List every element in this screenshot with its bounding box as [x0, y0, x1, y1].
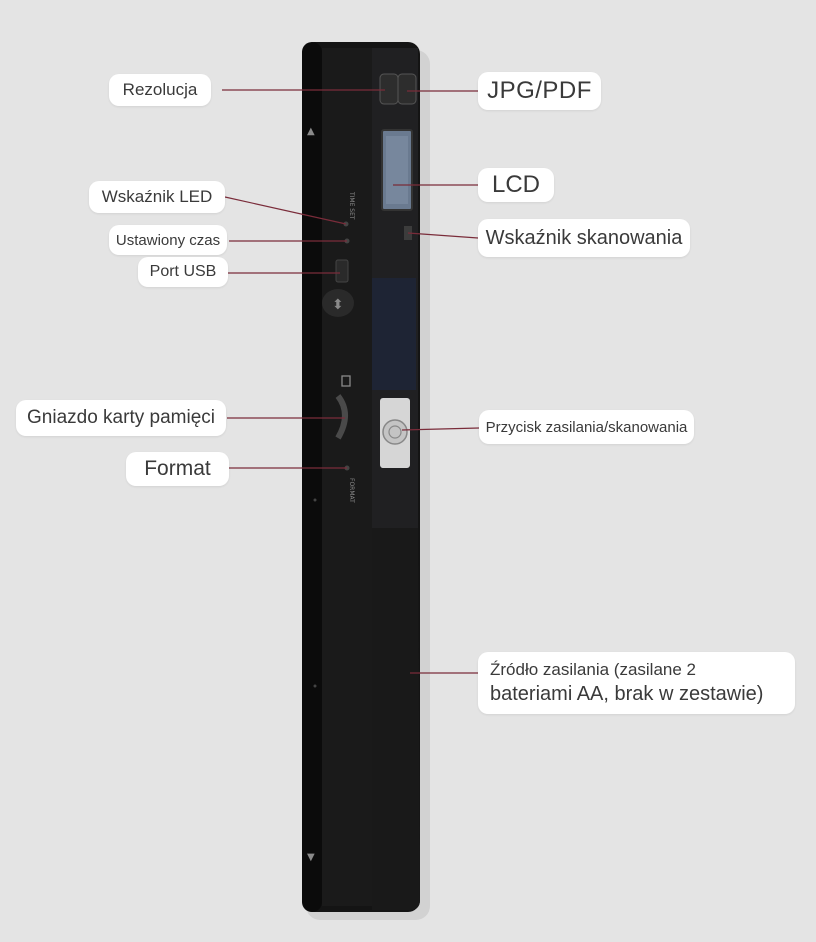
silk-time-set: TIME SET	[348, 191, 355, 220]
callout-zrodlo-zasilania: Źródło zasilania (zasilane 2 bateriami A…	[478, 652, 795, 714]
memory-card-icon	[341, 375, 351, 387]
svg-text:⬍: ⬍	[332, 297, 344, 313]
scanner-face	[322, 48, 372, 906]
usb-cover	[322, 289, 354, 317]
callout-port-usb: Port USB	[138, 257, 228, 287]
callout-przycisk: Przycisk zasilania/skanowania	[479, 410, 694, 444]
jpg-pdf-button	[397, 73, 417, 105]
scanner-window	[372, 278, 416, 390]
callout-text-line1: Źródło zasilania (zasilane 2	[490, 660, 696, 679]
usb-port	[335, 259, 349, 283]
leader-skanowania	[407, 232, 479, 239]
resolution-button	[379, 73, 399, 105]
scanner-grip	[372, 528, 420, 910]
power-scan-button	[382, 419, 408, 445]
callout-rezolucja: Rezolucja	[109, 74, 211, 106]
leader-przycisk	[401, 427, 480, 431]
arrow-up-icon: ▲	[307, 126, 315, 137]
rail-dot	[313, 498, 317, 502]
callout-wskaznik-skanowania: Wskaźnik skanowania	[478, 219, 690, 257]
rail-dot	[313, 684, 317, 688]
callout-text-line2: bateriami AA, brak w zestawie)	[490, 683, 764, 705]
callout-text: Przycisk zasilania/skanowania	[485, 418, 688, 436]
callout-text: Gniazdo karty pamięci	[27, 407, 215, 428]
arrow-down-icon: ▼	[307, 852, 315, 863]
callout-wskaznik-led: Wskaźnik LED	[89, 181, 225, 213]
power-scan-button-inner	[388, 425, 402, 439]
silk-format: FORMAT	[348, 478, 355, 503]
callout-ustawiony-czas: Ustawiony czas	[109, 225, 227, 255]
callout-text: Ustawiony czas	[115, 231, 221, 249]
callout-jpg-pdf: JPG/PDF	[478, 72, 601, 110]
callout-text: Wskaźnik LED	[101, 187, 213, 206]
callout-text: Rezolucja	[122, 80, 198, 99]
callout-text: Port USB	[149, 263, 217, 280]
callout-text: JPG/PDF	[487, 77, 592, 104]
callout-format: Format	[126, 452, 229, 486]
callout-gniazdo-karty: Gniazdo karty pamięci	[16, 400, 226, 436]
leader-led	[224, 196, 347, 225]
callout-text: Format	[144, 457, 211, 480]
lcd-glare	[386, 136, 408, 204]
callout-text: LCD	[491, 171, 540, 198]
memory-card-slot	[335, 394, 348, 440]
scanner-side-rail	[302, 42, 322, 912]
callout-lcd: LCD	[478, 168, 554, 202]
callout-text: Wskaźnik skanowania	[485, 226, 683, 249]
